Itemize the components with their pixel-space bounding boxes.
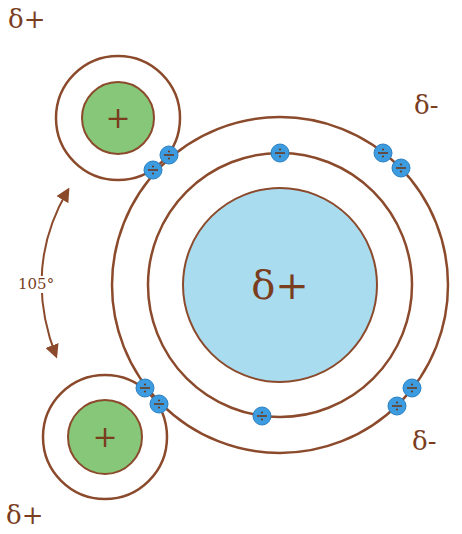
electron-sign [154,403,164,405]
electron-sign [396,401,398,403]
electron-sign [382,155,384,157]
outer-shell [112,117,448,453]
electron [144,161,162,179]
electron-sign [168,157,170,159]
electron [388,397,406,415]
hydrogen-shell [56,56,180,180]
electron-sign [152,172,154,174]
electron-sign [378,152,388,154]
electron [253,407,271,425]
electron-sign [396,167,406,169]
electron-sign [144,383,146,385]
oxygen-nucleus: δ+ [182,187,378,383]
hydrogen-nucleus: + [67,399,143,475]
electron-sign [158,406,160,408]
electron-sign [400,163,402,165]
charge-label: + [105,103,130,133]
electron-sign [148,169,158,171]
electron-sign [411,383,413,385]
electron-sign [152,165,154,167]
partial-charge: δ- [414,92,438,118]
electron-sign [275,152,285,154]
partial-charge: δ+ [6,502,43,528]
electron [160,146,178,164]
electron-sign [164,154,174,156]
electron-sign [407,387,417,389]
electron [392,159,410,177]
electron [374,144,392,162]
charge-label: + [92,422,117,452]
electron [403,379,421,397]
angle-arrow [42,190,68,356]
partial-charge: δ+ [8,6,45,32]
electron [136,379,154,397]
hydrogen-nucleus: + [81,81,155,155]
electron-sign [411,390,413,392]
electron-sign [400,170,402,172]
charge-label: δ+ [251,265,309,305]
partial-charge: δ- [412,428,436,454]
electron-group [136,144,421,425]
electron-sign [158,399,160,401]
inner-shell [148,153,412,417]
electron-sign [168,150,170,152]
electron-sign [144,390,146,392]
electron-sign [257,415,267,417]
electron [271,144,289,162]
electron-sign [392,405,402,407]
electron-sign [279,148,281,150]
electron-sign [140,387,150,389]
electron-sign [261,418,263,420]
electron-sign [279,155,281,157]
electron-sign [261,411,263,413]
hydrogen-shell [43,375,167,499]
electron-sign [382,148,384,150]
electron-sign [396,408,398,410]
electron [150,395,168,413]
bond-angle: 105° [16,276,56,293]
